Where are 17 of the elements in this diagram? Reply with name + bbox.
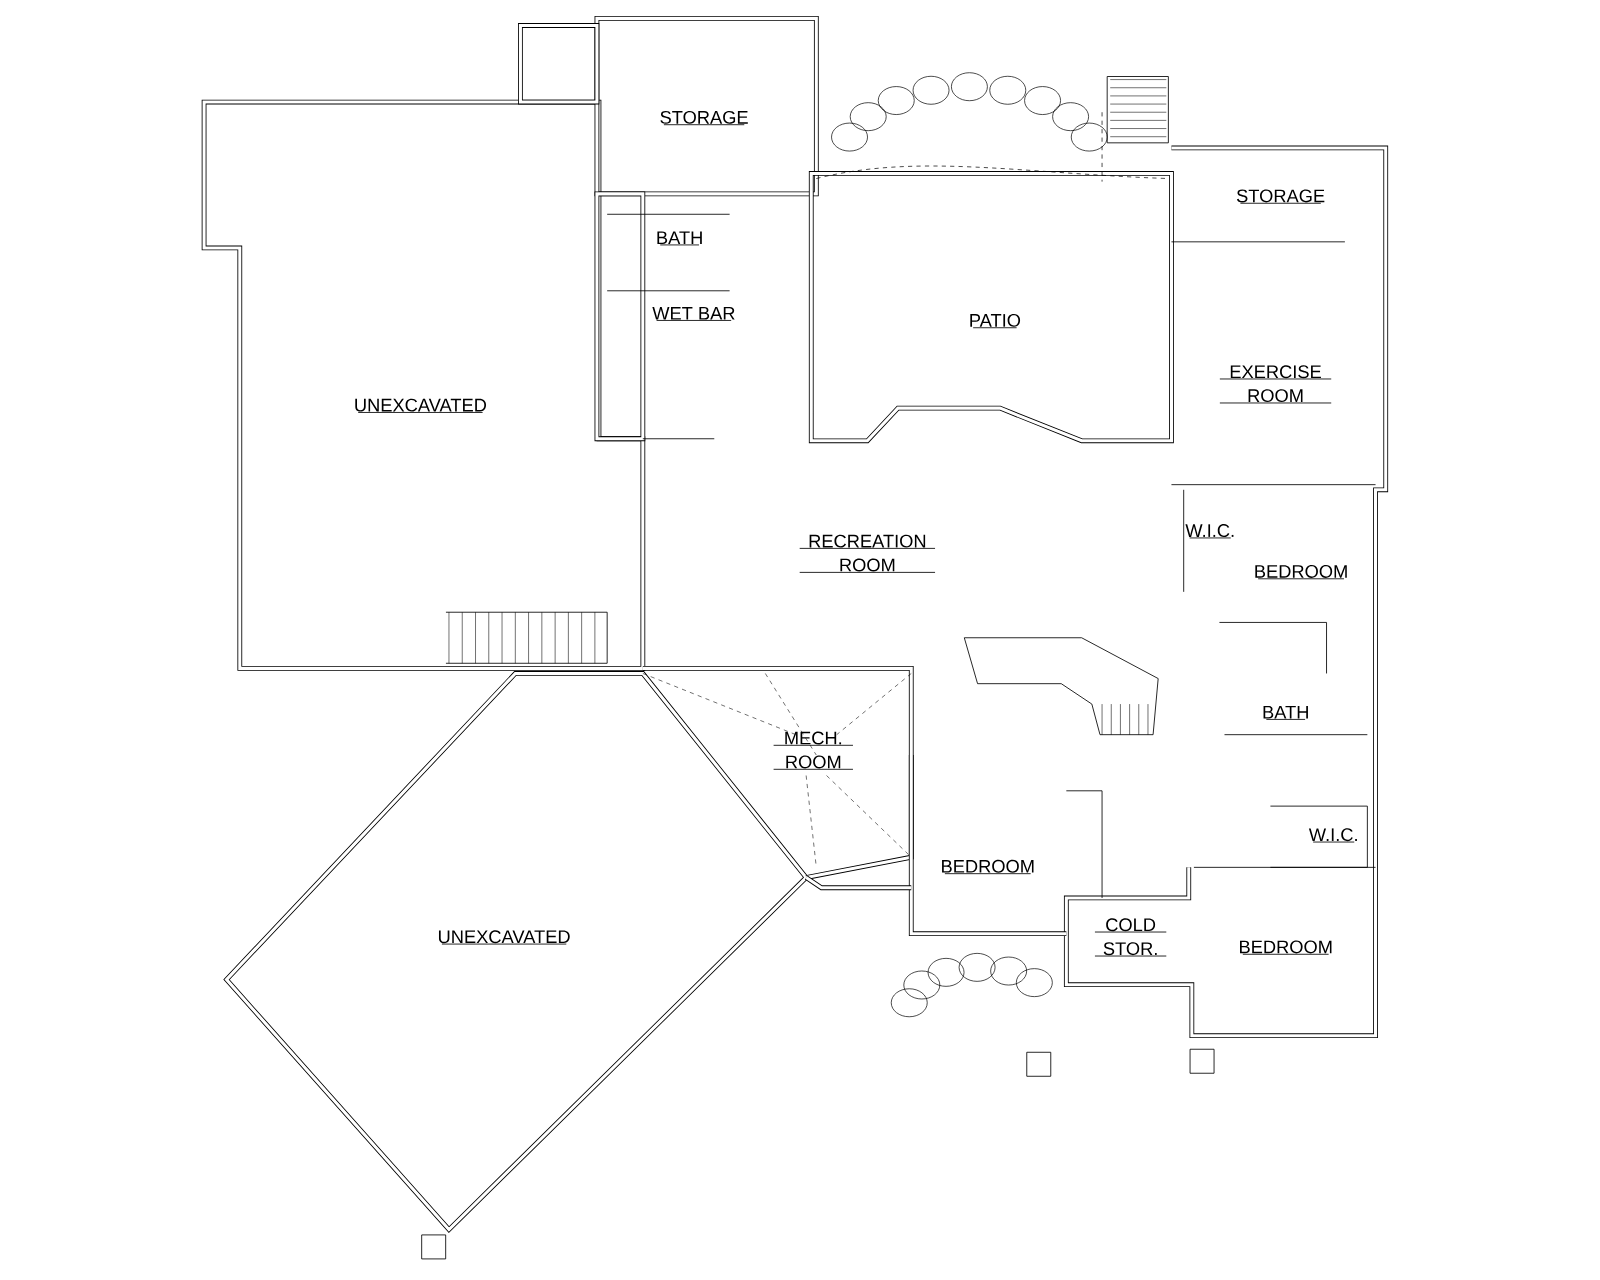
room-label: WET BAR: [652, 307, 735, 321]
room-label: PATIO: [970, 313, 1021, 329]
room-label: STORAGE: [1236, 189, 1325, 204]
room-label: UNEXCAVATED: [355, 398, 487, 413]
room-label: STORAGE: [660, 110, 748, 126]
room-label: COLD STOR.: [1094, 918, 1167, 957]
room-label: W.I.C.: [1185, 524, 1234, 539]
room-label: BEDROOM: [942, 859, 1034, 875]
room-label: BEDROOM: [1240, 940, 1332, 955]
room-label: RECREATION ROOM: [799, 534, 936, 573]
room-label: BEDROOM: [1255, 564, 1347, 580]
room-label: UNEXCAVATED: [439, 930, 570, 945]
room-label: W.I.C.: [1308, 828, 1357, 843]
room-label: EXERCISE ROOM: [1219, 365, 1332, 404]
room-label: BATH: [1263, 705, 1308, 720]
room-label: BATH: [657, 231, 702, 246]
room-label: MECH. ROOM: [773, 731, 854, 770]
